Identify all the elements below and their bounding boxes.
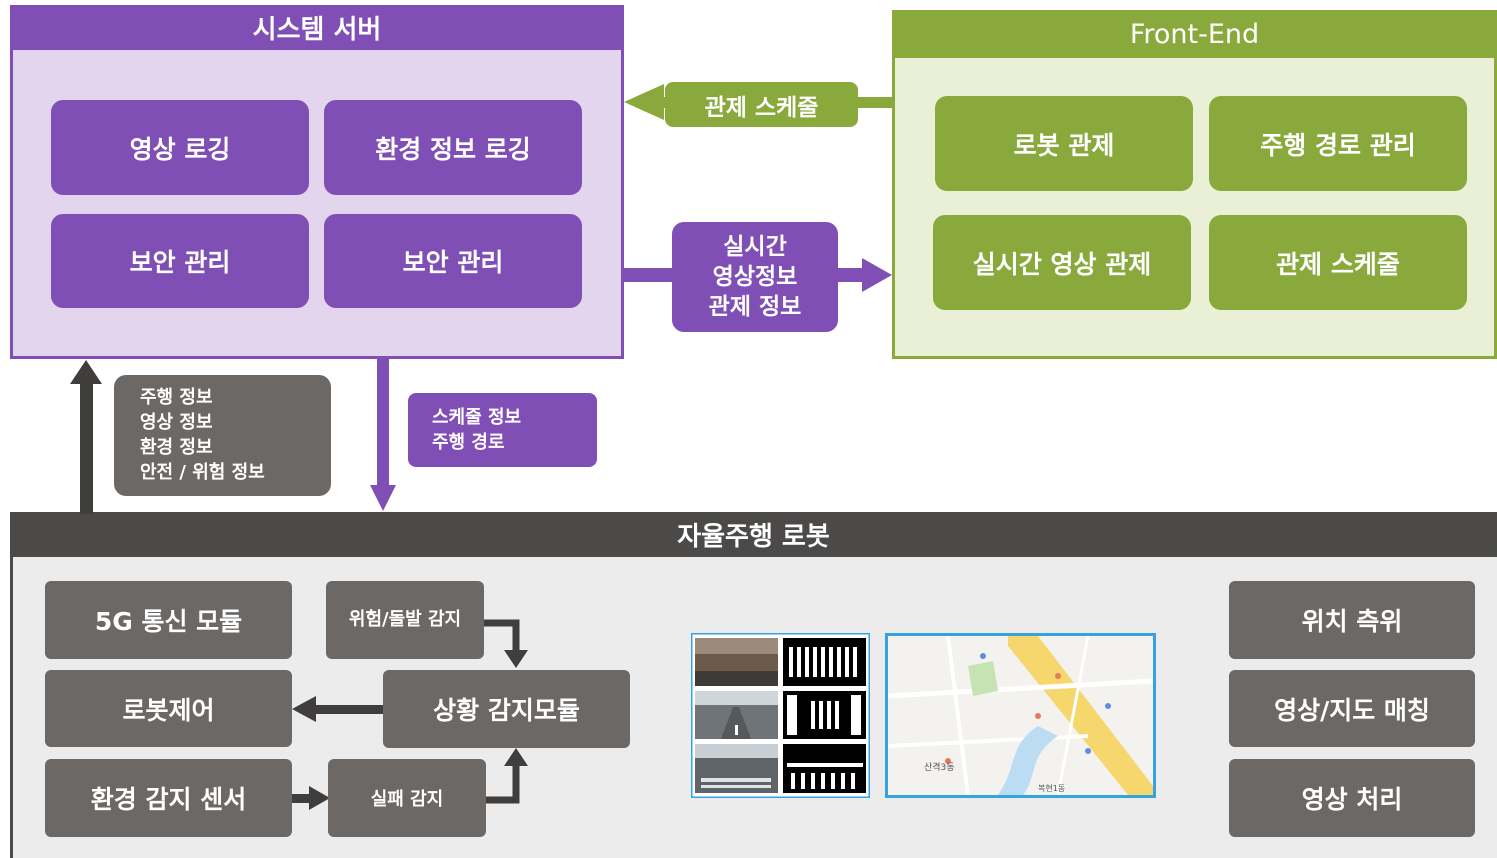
robot-module-control: 로봇제어 [45,670,292,747]
camera-frame-2 [695,691,778,739]
flow-danger-to-situation [484,619,520,655]
frontend-module-route-mgmt: 주행 경로 관리 [1209,96,1467,191]
robot-module-5g: 5G 통신 모듈 [45,581,292,659]
robot-module-image-processing: 영상 처리 [1229,759,1475,837]
schedule-route-line2: 주행 경로 [432,432,505,453]
robot-module-failure-detect: 실패 감지 [328,759,486,837]
server-title: 시스템 서버 [10,5,624,50]
segmentation-frame-1 [783,638,866,686]
robot-title: 자율주행 로봇 [10,512,1497,557]
arrowhead-to-failure [309,786,330,810]
flow-label-schedule-route: 스케줄 정보 주행 경로 [408,393,597,467]
map-roads [888,636,1153,795]
robot-module-env-sensor: 환경 감지 센서 [45,759,292,837]
flow-label-realtime-info: 실시간 영상정보 관제 정보 [672,222,838,332]
server-module-security-1: 보안 관리 [51,214,309,308]
robot-info-line1: 주행 정보 [140,387,213,408]
robot-info-line4: 안전 / 위험 정보 [140,462,265,483]
arrowhead-to-server-up [70,360,102,384]
arrowhead-to-frontend [862,258,892,292]
arrowhead-to-robot-down [370,485,396,511]
map-label-bokhyeon1: 복현1동 [1038,784,1066,793]
server-module-security-2: 보안 관리 [324,214,582,308]
flow-failure-to-situation [486,762,520,804]
flow-label-realtime-line1: 실시간 [723,234,787,260]
server-module-video-logging: 영상 로깅 [51,100,309,195]
flow-sensor-to-failure [292,794,312,803]
segmentation-frame-3 [783,744,866,793]
flow-line-robot-to-server [80,378,93,514]
frontend-module-schedule: 관제 스케줄 [1209,215,1467,310]
map-image: 산격3동 복현1동 [885,633,1156,798]
frontend-module-realtime-video: 실시간 영상 관제 [933,215,1191,310]
robot-module-danger-detect: 위험/돌발 감지 [326,581,484,659]
flow-label-realtime-line3: 관제 정보 [708,294,802,320]
arrowhead-failure-to-situation [504,748,528,766]
flow-label-realtime-line2: 영상정보 [712,264,798,290]
robot-module-localization: 위치 측위 [1229,581,1475,659]
schedule-route-line1: 스케줄 정보 [432,407,522,428]
camera-frame-3 [695,744,778,793]
camera-segmentation-image [691,633,870,798]
flow-label-schedule: 관제 스케줄 [665,82,858,127]
flow-label-robot-info: 주행 정보 영상 정보 환경 정보 안전 / 위험 정보 [114,375,331,496]
map-label-sangyeok3: 산격3동 [924,763,955,773]
robot-module-image-map-matching: 영상/지도 매칭 [1229,670,1475,747]
flow-line-server-to-robot [377,359,389,491]
robot-info-line3: 환경 정보 [140,437,213,458]
flow-situation-to-control [310,705,384,714]
arrowhead-to-server [624,84,664,120]
arrowhead-danger-to-situation [504,650,528,668]
server-module-env-logging: 환경 정보 로깅 [324,100,582,195]
camera-frame-1 [695,638,778,686]
frontend-module-robot-control: 로봇 관제 [935,96,1193,191]
robot-info-line2: 영상 정보 [140,412,213,433]
robot-module-situation: 상황 감지모듈 [383,670,630,748]
arrowhead-to-control [292,696,316,722]
segmentation-frame-2 [783,691,866,739]
frontend-title: Front-End [892,10,1497,58]
